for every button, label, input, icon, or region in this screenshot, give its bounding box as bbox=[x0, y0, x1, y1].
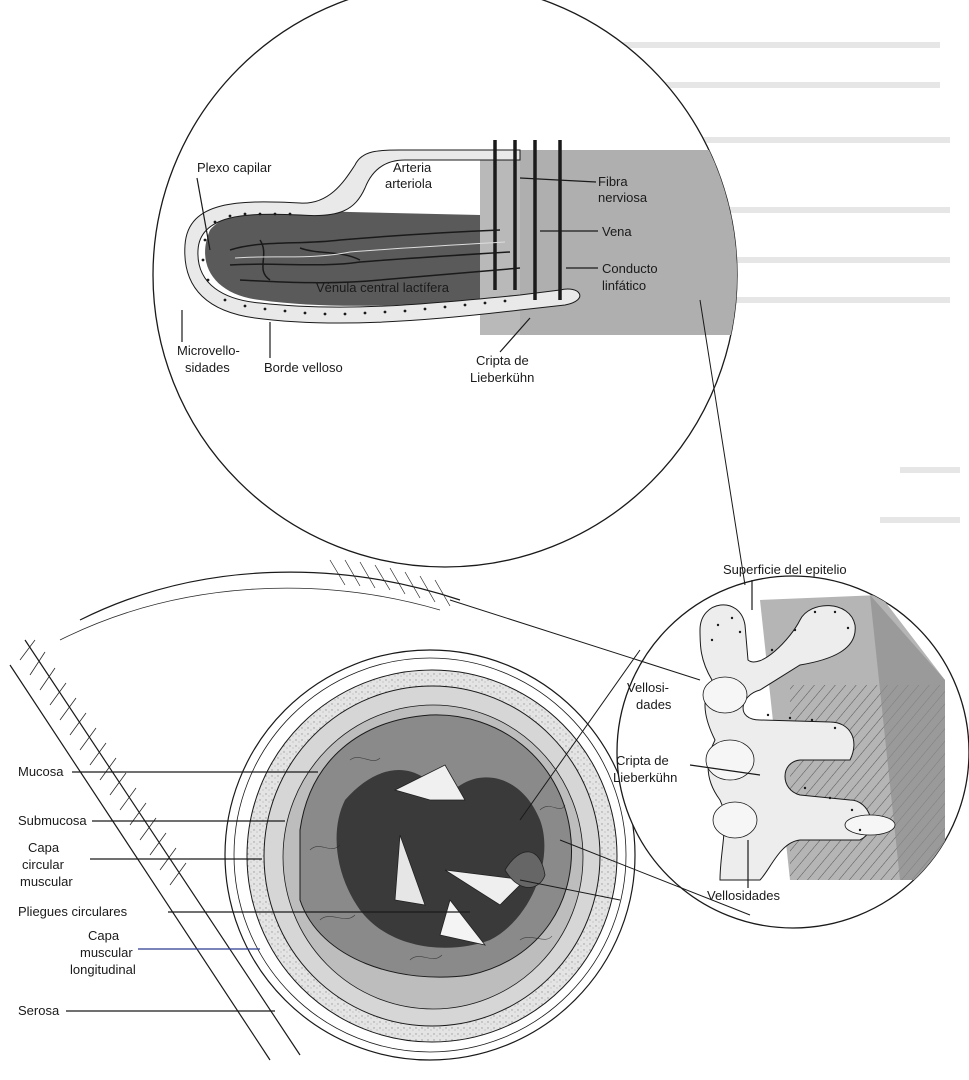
label-vellosidades: Vellosidades bbox=[707, 888, 780, 903]
label-borde-velloso: Borde velloso bbox=[264, 360, 343, 375]
label-vena: Vena bbox=[602, 224, 632, 239]
label-capa-circular-2: circular bbox=[22, 857, 65, 872]
label-capa-circular-1: Capa bbox=[28, 840, 60, 855]
label-serosa: Serosa bbox=[18, 1003, 60, 1018]
wall-detail-circle bbox=[617, 576, 969, 928]
label-vellosi: Vellosi- bbox=[627, 680, 669, 695]
label-arteriola: arteriola bbox=[385, 176, 433, 191]
label-fibra: Fibra bbox=[598, 174, 628, 189]
label-dades: dades bbox=[636, 697, 672, 712]
label-lieberkuhn-right: Lieberkühn bbox=[613, 770, 677, 785]
label-cripta-top: Cripta de bbox=[476, 353, 529, 368]
label-conducto: Conducto bbox=[602, 261, 658, 276]
label-mucosa: Mucosa bbox=[18, 764, 64, 779]
label-microvello: Microvello- bbox=[177, 343, 240, 358]
label-capa-long-2: muscular bbox=[80, 945, 133, 960]
label-superficie-epitelio: Superficie del epitelio bbox=[723, 562, 847, 577]
label-capa-long-1: Capa bbox=[88, 928, 120, 943]
label-venula: Vénula central lactífera bbox=[316, 280, 450, 295]
label-capa-circular-3: muscular bbox=[20, 874, 73, 889]
label-linfatico: linfático bbox=[602, 278, 646, 293]
label-sidades: sidades bbox=[185, 360, 230, 375]
label-plexo-capilar: Plexo capilar bbox=[197, 160, 272, 175]
label-nerviosa: nerviosa bbox=[598, 190, 648, 205]
label-pliegues-circulares: Pliegues circulares bbox=[18, 904, 128, 919]
label-capa-long-3: longitudinal bbox=[70, 962, 136, 977]
label-cripta-right: Cripta de bbox=[616, 753, 669, 768]
label-lieberkuhn-top: Lieberkühn bbox=[470, 370, 534, 385]
intestine-cross-section bbox=[225, 650, 635, 1060]
label-submucosa: Submucosa bbox=[18, 813, 87, 828]
label-arteria: Arteria bbox=[393, 160, 432, 175]
